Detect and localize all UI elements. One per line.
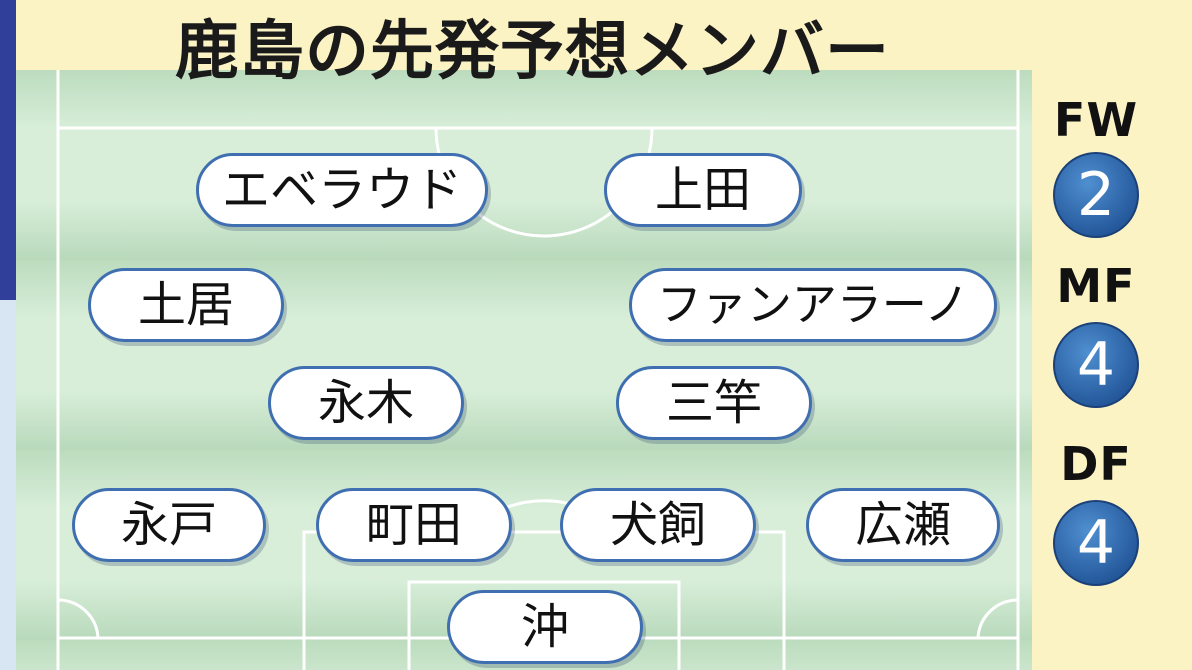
mf-label: MF [1056,259,1136,313]
left-accent-bar-light [0,300,16,670]
player-df-2: 町田 [316,488,512,562]
player-df-1: 永戸 [72,488,266,562]
pitch-lines [56,70,1020,670]
player-df-4: 広瀬 [806,488,1000,562]
page-title: 鹿島の先発予想メンバー [175,15,890,89]
player-mf-1: 土居 [88,268,284,342]
player-fw-2: 上田 [604,153,802,227]
player-mf-2: ファンアラーノ [629,268,997,342]
df-label: DF [1060,437,1132,491]
df-count-badge: 4 [1053,500,1139,586]
player-mf-4: 三竿 [616,366,812,440]
fw-count-badge: 2 [1053,152,1139,238]
player-gk: 沖 [447,590,643,664]
pitch [16,70,1032,670]
fw-label: FW [1053,93,1139,147]
player-fw-1: エベラウド [196,153,488,227]
mf-count-badge: 4 [1053,322,1139,408]
player-mf-3: 永木 [268,366,464,440]
player-df-3: 犬飼 [560,488,756,562]
